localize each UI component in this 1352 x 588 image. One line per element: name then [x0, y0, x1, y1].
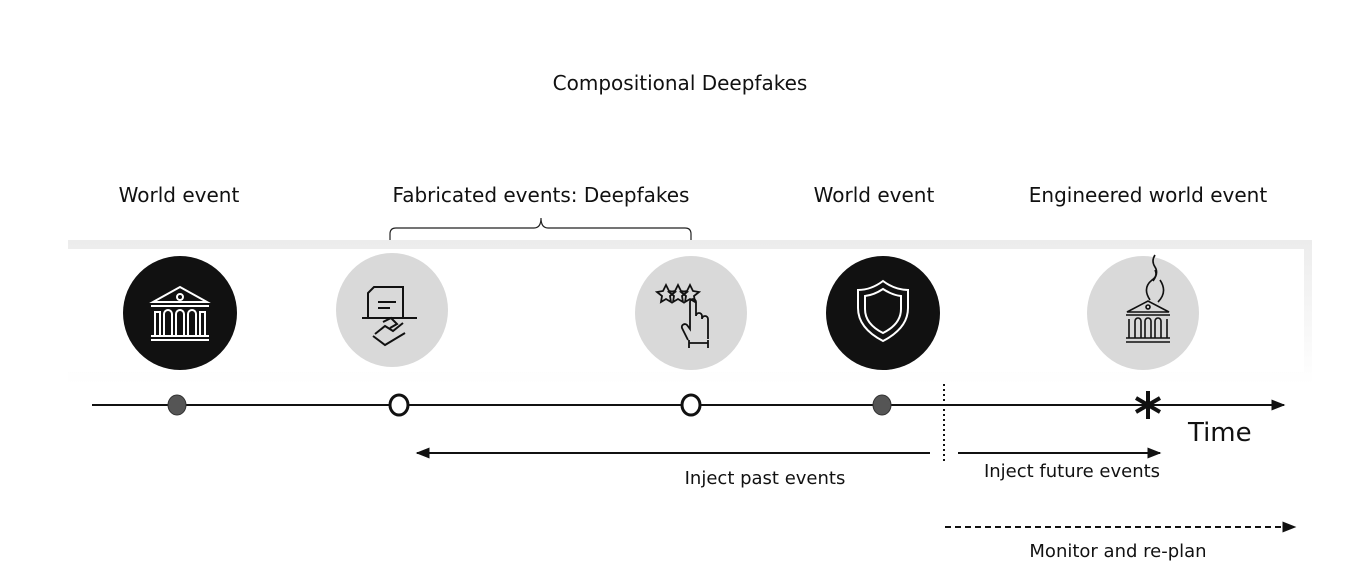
marker-fabricated-1 [388, 393, 410, 417]
bank-icon [149, 285, 211, 341]
shield-icon [857, 279, 909, 343]
contract-handshake-icon [362, 286, 417, 347]
label-world-event-1: World event [119, 183, 240, 207]
label-engineered-event: Engineered world event [1029, 183, 1268, 207]
event-fabricated-1 [336, 253, 448, 367]
marker-world-1 [167, 394, 187, 416]
monitor-label: Monitor and re-plan [1029, 541, 1206, 562]
marker-engineered-asterisk [1134, 391, 1162, 419]
marker-fabricated-2 [680, 393, 702, 417]
event-world-2 [826, 256, 940, 370]
label-world-event-2: World event [814, 183, 935, 207]
label-fabricated-events: Fabricated events: Deepfakes [393, 183, 690, 207]
marker-world-2 [872, 394, 892, 416]
event-world-1 [123, 256, 237, 370]
event-engineered [1087, 254, 1199, 370]
time-label: Time [1187, 418, 1252, 448]
diagram-title: Compositional Deepfakes [553, 71, 808, 95]
inject-future-label: Inject future events [984, 461, 1160, 482]
burning-bank-icon [1126, 254, 1170, 343]
fabricated-brace [389, 217, 692, 250]
star-rating-icon [654, 282, 709, 348]
inject-past-label: Inject past events [685, 468, 846, 489]
event-fabricated-2 [635, 256, 747, 370]
